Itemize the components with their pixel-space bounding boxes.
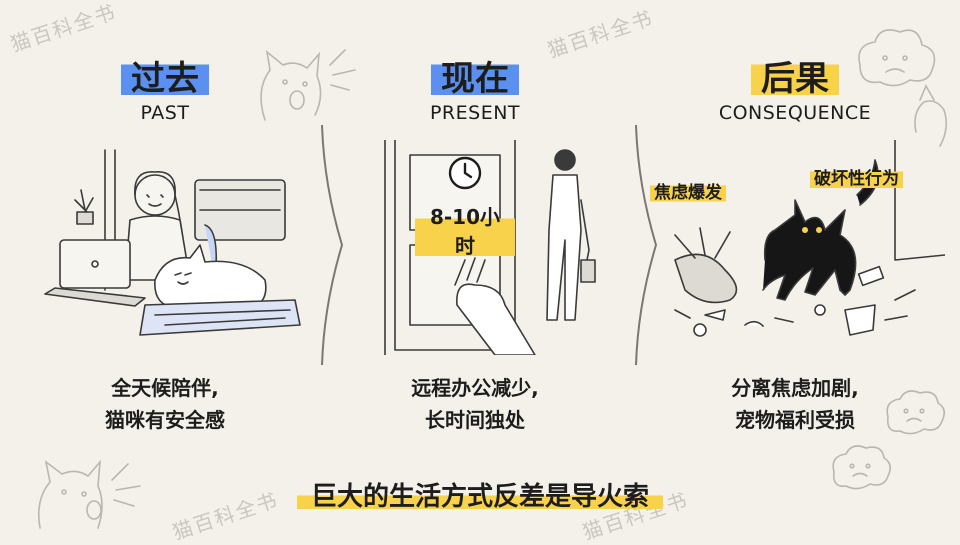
woman-working-with-cat-illustration xyxy=(44,149,301,336)
column-title: 现在 xyxy=(431,58,519,100)
worried-cloud-face xyxy=(832,445,892,490)
heading: 过去 PAST xyxy=(10,58,320,124)
column-subtitle: CONSEQUENCE xyxy=(718,102,872,124)
caption-line: 猫咪有安全感 xyxy=(105,408,225,432)
tag-destructive-behavior: 破坏性行为 xyxy=(810,164,903,189)
column-title: 后果 xyxy=(751,58,839,100)
caption-line: 宠物福利受损 xyxy=(735,408,855,432)
caption-line: 远程办公减少, xyxy=(411,376,539,400)
column-consequence: 后果 CONSEQUENCE 焦虑爆发 破坏性行为 分离焦虑加剧, 宠物福利受损 xyxy=(640,0,950,536)
clock-icon xyxy=(448,156,482,190)
anxious-cat-mess-illustration xyxy=(674,140,945,337)
caption: 分离焦虑加剧, 宠物福利受损 xyxy=(640,372,950,436)
caption-line: 长时间独处 xyxy=(425,408,525,432)
column-past: 过去 PAST xyxy=(10,0,320,536)
yowling-cat-sketch xyxy=(260,49,356,121)
column-title: 过去 xyxy=(121,58,209,100)
worried-cloud-face xyxy=(886,390,946,435)
footer-text: 巨大的生活方式反差是导火索 xyxy=(296,482,663,512)
tag-anxiety-outburst: 焦虑爆发 xyxy=(650,178,726,203)
caption: 全天候陪伴, 猫咪有安全感 xyxy=(10,372,320,436)
column-subtitle: PRESENT xyxy=(429,102,521,124)
yowling-cat-sketch xyxy=(37,459,141,529)
separator-chevron xyxy=(635,125,658,365)
timer-label: 8-10小时 xyxy=(415,201,515,259)
caption-line: 全天候陪伴, xyxy=(111,376,219,400)
caption: 远程办公减少, 长时间独处 xyxy=(320,372,630,436)
heading: 现在 PRESENT xyxy=(320,58,630,124)
separator-chevron xyxy=(321,125,344,365)
column-present: 现在 PRESENT 8-10小时 远程办公减少, xyxy=(320,0,630,536)
caption-line: 分离焦虑加剧, xyxy=(731,376,859,400)
footer-statement: 巨大的生活方式反差是导火索 xyxy=(0,476,960,513)
timer-badge: 8-10小时 xyxy=(415,155,515,259)
column-subtitle: PAST xyxy=(140,102,190,124)
worried-cloud-face xyxy=(858,29,948,147)
heading: 后果 CONSEQUENCE xyxy=(640,58,950,124)
